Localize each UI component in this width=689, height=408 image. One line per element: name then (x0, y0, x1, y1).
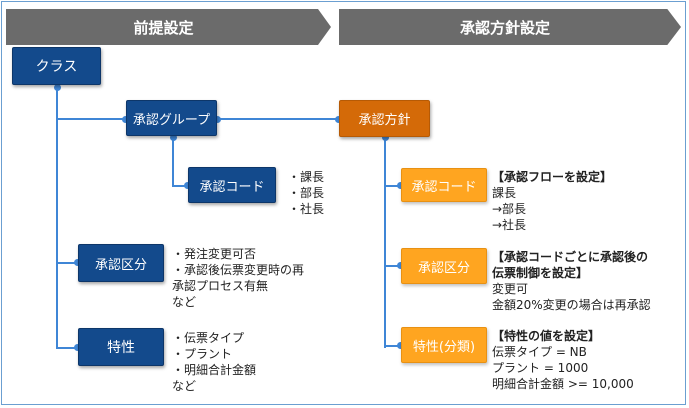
note-characteristic-list: ・伝票タイプ ・プラント ・明細合計金額 など (172, 330, 256, 394)
connector-dot (184, 182, 191, 189)
note-approval-category-list: ・発注変更可否 ・承認後伝票変更時の再 承認プロセス有無 など (172, 246, 304, 310)
connector-dot (382, 134, 389, 141)
connector-policy-to-characteristic (384, 345, 401, 347)
list-item: 承認プロセス有無 (172, 279, 269, 293)
connector-dot (397, 182, 404, 189)
note-heading: 【承認コードごとに承認後の (492, 250, 649, 264)
connector-policy-to-category (384, 265, 401, 267)
connector-group-to-policy (217, 118, 339, 120)
node-policy-approval-category: 承認区分 (401, 248, 487, 284)
node-approval-code: 承認コード (188, 167, 276, 203)
connector-dot (397, 342, 404, 349)
note-line: →社長 (492, 218, 527, 232)
list-item: ・承認後伝票変更時の再 (172, 263, 305, 277)
connector-dot (122, 116, 129, 123)
node-policy-approval-code: 承認コード (401, 168, 487, 202)
note-line: 明細合計金額 >= 10,000 (492, 377, 634, 391)
node-class: クラス (12, 47, 101, 85)
node-approval-group: 承認グループ (126, 100, 217, 136)
list-item: ・発注変更可否 (172, 247, 257, 261)
note-heading: 【承認フローを設定】 (492, 170, 613, 184)
note-policy-code: 【承認フローを設定】 課長 →部長 →社長 (492, 169, 612, 233)
list-item: ・部長 (288, 186, 325, 200)
connector-dot (74, 344, 81, 351)
list-item: ・明細合計金額 (172, 363, 257, 377)
list-item: など (172, 295, 197, 309)
connector-dot (397, 262, 404, 269)
node-approval-category: 承認区分 (78, 244, 164, 282)
node-characteristic: 特性 (78, 328, 164, 366)
note-heading: 伝票制御を設定】 (492, 266, 589, 280)
node-approval-policy: 承認方針 (339, 100, 430, 137)
connector-dot (214, 116, 221, 123)
connector-group-down (172, 136, 174, 187)
connector-class-to-category (56, 262, 78, 264)
banner-prerequisite: 前提設定 (6, 9, 331, 45)
list-item: ・課長 (288, 170, 325, 184)
note-line: プラント = 1000 (492, 361, 589, 375)
list-item: ・プラント (172, 347, 233, 361)
note-policy-characteristic: 【特性の値を設定】 伝票タイプ = NB プラント = 1000 明細合計金額 … (492, 328, 634, 392)
connector-class-trunk (56, 87, 58, 349)
banner-policy-settings: 承認方針設定 (339, 9, 681, 45)
connector-group-to-code (172, 185, 188, 187)
note-heading: 【特性の値を設定】 (492, 329, 601, 343)
node-policy-characteristic: 特性(分類) (401, 327, 487, 363)
list-item: ・社長 (288, 202, 325, 216)
list-item: ・伝票タイプ (172, 331, 245, 345)
connector-policy-trunk (384, 137, 386, 348)
connector-class-to-characteristic (56, 347, 78, 349)
note-line: 課長 (492, 186, 517, 200)
note-line: 変更可 (492, 282, 529, 296)
note-policy-category: 【承認コードごとに承認後の 伝票制御を設定】 変更可 金額20%変更の場合は再承… (492, 249, 651, 313)
connector-dot (54, 84, 61, 91)
note-line: 金額20%変更の場合は再承認 (492, 298, 651, 312)
note-approval-code-list: ・課長 ・部長 ・社長 (288, 169, 324, 217)
list-item: など (172, 379, 197, 393)
connector-class-to-group (56, 118, 126, 120)
note-line: 伝票タイプ = NB (492, 345, 587, 359)
connector-dot (335, 116, 342, 123)
note-line: →部長 (492, 202, 527, 216)
connector-dot (74, 259, 81, 266)
connector-policy-to-code (384, 185, 401, 187)
connector-dot (170, 134, 177, 141)
